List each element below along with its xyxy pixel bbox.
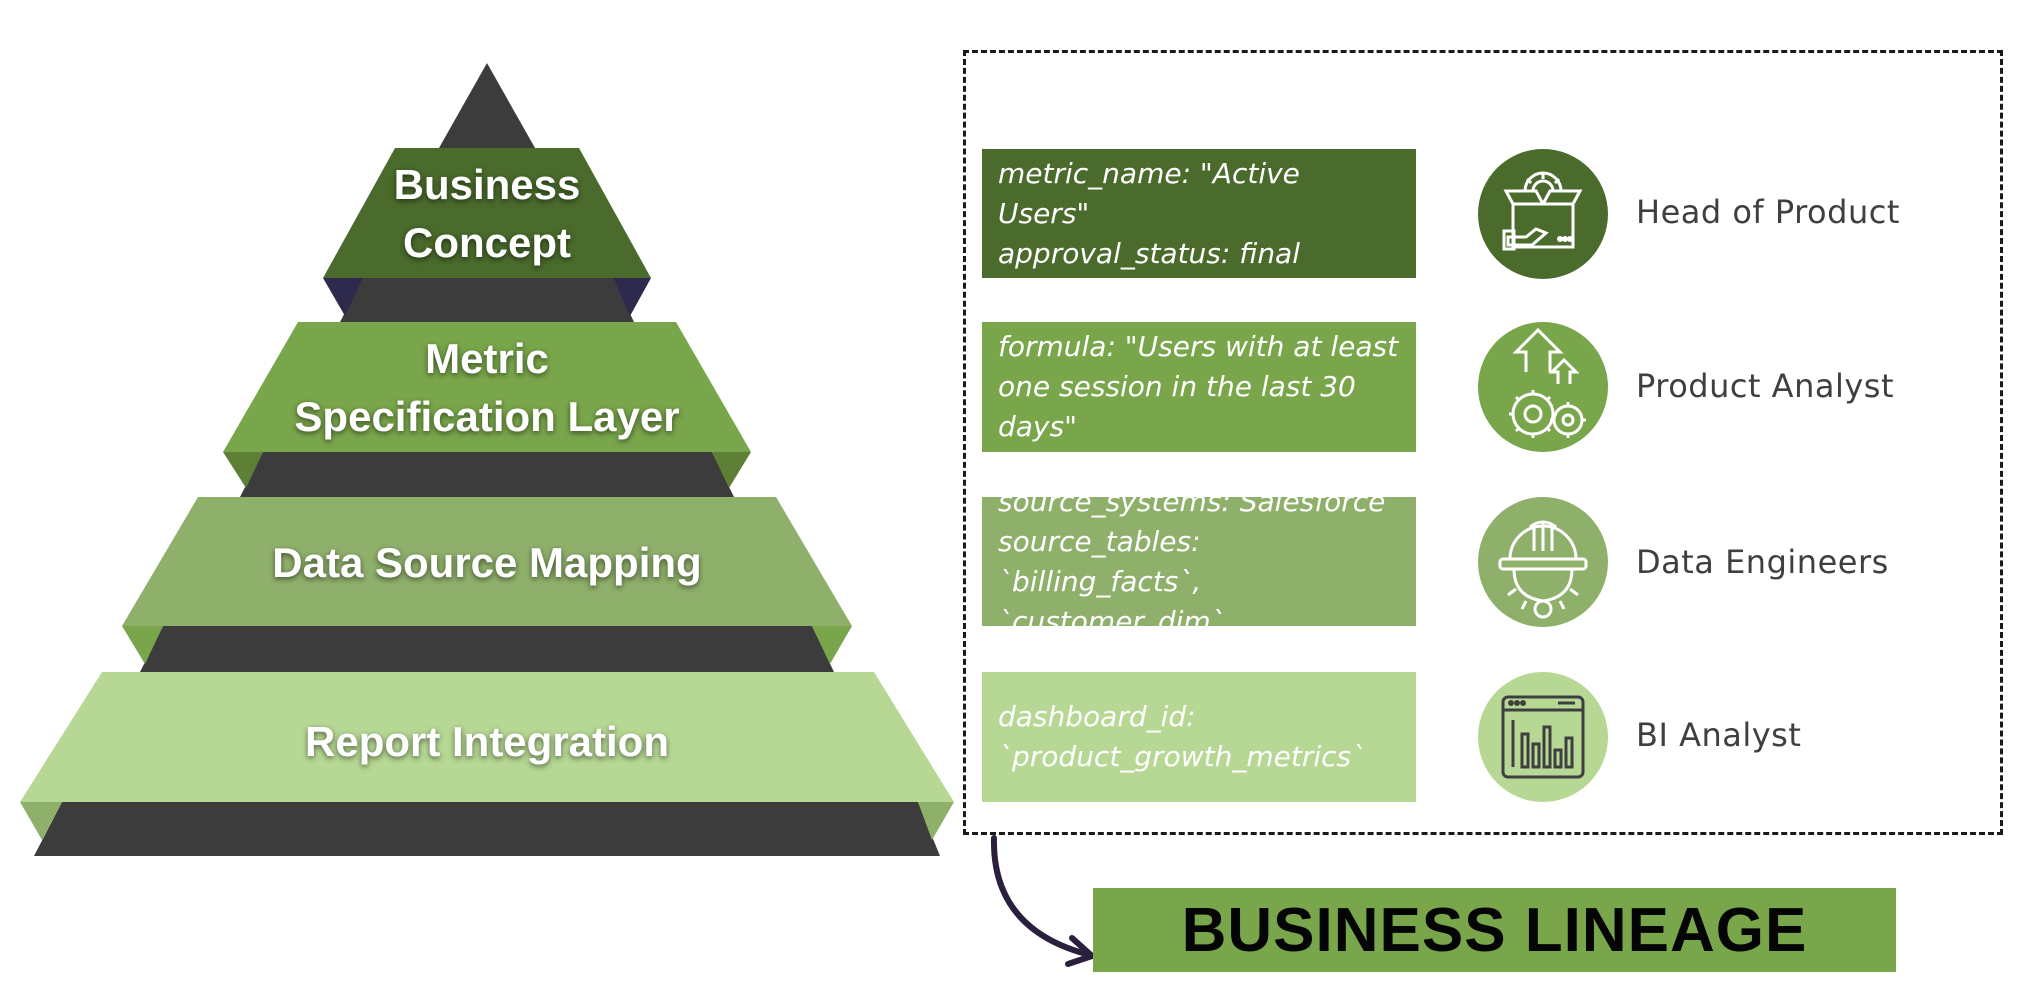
spec-card-business-concept: metric_name: "Active Users" approval_sta…	[982, 149, 1416, 278]
role-data-engineers: Data Engineers	[1636, 543, 1889, 581]
lineage-banner: BUSINESS LINEAGE	[1093, 888, 1896, 972]
layer-label-data-source-mapping: Data Source Mapping	[272, 539, 702, 586]
pyramid-layer-metric-specification	[223, 322, 751, 497]
role-head-of-product: Head of Product	[1636, 193, 1900, 231]
spec-card-data-source-mapping: source_systems: Salesforce source_tables…	[982, 485, 1416, 638]
engineer-helmet-icon	[1478, 497, 1608, 627]
growth-gears-icon	[1478, 322, 1608, 452]
layer-label-report-integration: Report Integration	[305, 718, 669, 765]
spec-card-report-integration: dashboard_id: `product_growth_metrics`	[982, 672, 1416, 802]
pyramid-apex	[439, 63, 535, 148]
role-bi-analyst: BI Analyst	[1636, 716, 1802, 754]
pyramid-diagram	[20, 63, 954, 856]
role-product-analyst: Product Analyst	[1636, 367, 1894, 405]
dashboard-chart-icon	[1478, 672, 1608, 802]
layer-label-metric-specification: Metric Specification Layer	[294, 335, 680, 440]
pyramid-layer-business-concept	[323, 148, 651, 322]
layer-label-business-concept: Business Concept	[393, 161, 581, 266]
spec-card-metric-specification: formula: "Users with at least one sessio…	[982, 322, 1416, 452]
curved-arrow-icon	[990, 835, 1095, 967]
product-box-icon	[1478, 149, 1608, 279]
lineage-title: BUSINESS LINEAGE	[1181, 895, 1808, 965]
lineage-box	[963, 50, 2003, 835]
pyramid-layer-report-integration	[20, 672, 954, 856]
pyramid-layer-data-source-mapping	[122, 497, 852, 672]
